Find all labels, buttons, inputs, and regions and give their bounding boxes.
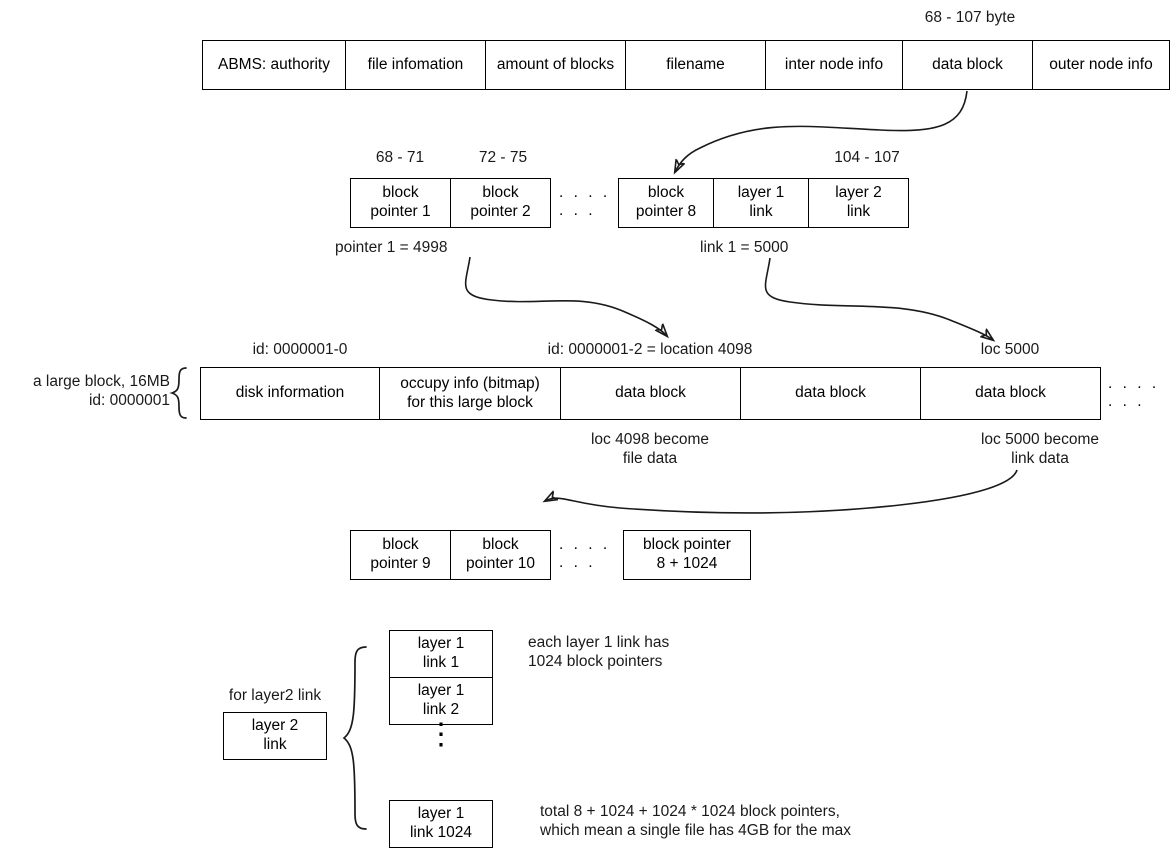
large-block-ellipsis: . . . . . . . xyxy=(1108,375,1160,410)
block-pointer-2-cell: block pointer 2 xyxy=(450,178,551,228)
block-pointer-8-plus-1024-cell: block pointer 8 + 1024 xyxy=(623,530,751,580)
inode-cell-outer-node-info: outer node info xyxy=(1032,40,1170,90)
layer1-link-2-box: layer 1 link 2 xyxy=(389,677,493,725)
large-block-brace xyxy=(169,367,187,419)
layer2-link-caption: for layer2 link xyxy=(228,687,322,704)
layer1-link-1-box: layer 1 link 1 xyxy=(389,630,493,678)
large-block-cell-data-block-3: data block xyxy=(920,367,1101,420)
large-block-loc-5000-label: loc 5000 xyxy=(980,341,1040,358)
inode-cell-inter-node-info: inter node info xyxy=(765,40,903,90)
arrow-link1-to-loc5000 xyxy=(764,257,993,340)
layer2-link-box: layer 2 link xyxy=(223,712,327,760)
arrow-linkdata-to-block-pointer-9 xyxy=(545,469,1018,514)
loc-5000-note: loc 5000 become link data xyxy=(980,431,1100,468)
block-pointer-8-cell: block pointer 8 xyxy=(618,178,714,228)
inode-cell-data-block: data block xyxy=(902,40,1033,90)
layer1-links-brace xyxy=(342,646,367,830)
loc-4098-note: loc 4098 become file data xyxy=(590,431,710,468)
inode-byte-range-label: 68 - 107 byte xyxy=(924,9,1016,26)
layer1-link-cell: layer 1 link xyxy=(713,178,809,228)
pointer-offset-104-107: 104 - 107 xyxy=(834,149,900,166)
block-pointer-9-cell: block pointer 9 xyxy=(350,530,451,580)
large-block-side-label: a large block, 16MB id: 0000001 xyxy=(33,373,170,410)
block-pointer-1-cell: block pointer 1 xyxy=(350,178,451,228)
layer2-link-cell: layer 2 link xyxy=(808,178,909,228)
large-block-cell-occupy-info: occupy info (bitmap) for this large bloc… xyxy=(379,367,561,420)
pointer-1-value-note: pointer 1 = 4998 xyxy=(335,239,448,256)
layer1-note-total: total 8 + 1024 + 1024 * 1024 block point… xyxy=(540,803,852,840)
large-block-id-0-label: id: 0000001-0 xyxy=(252,341,348,358)
link-pointer-row-ellipsis: . . . . . . . xyxy=(559,536,611,571)
layer1-link-1024-box: layer 1 link 1024 xyxy=(389,800,493,848)
large-block-cell-data-block-1: data block xyxy=(560,367,741,420)
inode-cell-file-information: file infomation xyxy=(345,40,486,90)
large-block-cell-data-block-2: data block xyxy=(740,367,921,420)
layer1-vertical-ellipsis: ⋮ xyxy=(426,718,456,751)
layer1-note-top: each layer 1 link has 1024 block pointer… xyxy=(528,634,670,671)
large-block-id-2-label: id: 0000001-2 = location 4098 xyxy=(547,341,753,358)
inode-cell-amount-of-blocks: amount of blocks xyxy=(485,40,626,90)
arrow-pointer1-to-location4098 xyxy=(464,256,667,336)
block-pointer-10-cell: block pointer 10 xyxy=(450,530,551,580)
link-1-value-note: link 1 = 5000 xyxy=(700,239,789,256)
pointer-row-ellipsis: . . . . . . . xyxy=(559,184,611,219)
inode-cell-authority: ABMS: authority xyxy=(202,40,346,90)
inode-cell-filename: filename xyxy=(625,40,766,90)
pointer-offset-68-71: 68 - 71 xyxy=(375,149,425,166)
large-block-cell-disk-information: disk information xyxy=(200,367,380,420)
pointer-offset-72-75: 72 - 75 xyxy=(478,149,528,166)
